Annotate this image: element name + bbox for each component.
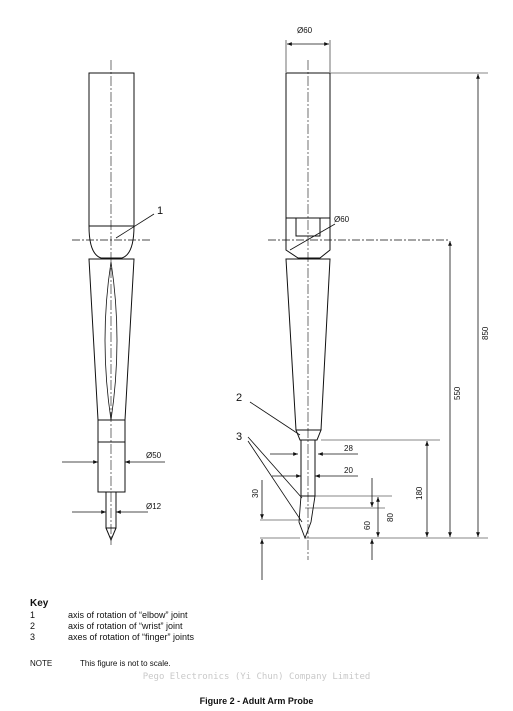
key-item: 3 axes of rotation of “finger” joints — [30, 632, 194, 643]
dim-lower-length: 550 — [453, 386, 462, 400]
leader-elbow — [115, 213, 155, 239]
key-item-text: axes of rotation of “finger” joints — [68, 632, 195, 642]
leader-finger-a — [247, 436, 303, 499]
callout-finger: 3 — [236, 431, 242, 443]
key-item-text: axis of rotation of “wrist” joint — [68, 621, 183, 631]
note-label: NOTE — [30, 659, 53, 668]
left-wrist — [97, 441, 126, 493]
dim-wrist-width: 28 — [344, 444, 353, 453]
watermark: Pego Electronics (Yi Chun) Company Limit… — [142, 672, 371, 682]
dim-wrist-to-tip: 180 — [415, 486, 424, 500]
dim-upper-diameter: Ø60 — [297, 26, 313, 35]
dim-total-length: 850 — [481, 326, 490, 340]
leader-wrist — [249, 401, 301, 436]
left-upper-arm — [88, 72, 135, 227]
dim-finger-length: 80 — [386, 513, 395, 522]
dim-joint-diameter: Ø60 — [334, 215, 350, 224]
callout-wrist: 2 — [236, 392, 242, 404]
right-view — [247, 40, 488, 580]
right-elbow-joint — [285, 217, 331, 259]
leader-joint-60 — [289, 223, 336, 251]
note-text: This figure is not to scale. — [80, 659, 171, 668]
leader-finger-b — [247, 440, 303, 523]
callout-elbow: 1 — [157, 205, 163, 217]
right-finger-tip — [298, 495, 316, 540]
left-view — [62, 60, 165, 545]
dim-finger-diameter: Ø12 — [146, 502, 162, 511]
key-item: 1 axis of rotation of “elbow” joint — [30, 610, 194, 621]
key-legend: Key 1 axis of rotation of “elbow” joint … — [30, 598, 194, 643]
dim-wrist-diameter: Ø50 — [146, 451, 162, 460]
key-title: Key — [30, 598, 49, 609]
right-wrist — [295, 429, 322, 441]
figure-caption: Figure 2 - Adult Arm Probe — [199, 696, 314, 706]
dim-finger-segment: 60 — [363, 521, 372, 530]
key-item-number: 3 — [30, 632, 36, 642]
dim-finger-width: 20 — [344, 466, 353, 475]
arm-probe-drawing: Ø50 Ø12 1 — [62, 26, 490, 580]
dim-finger-offset: 30 — [251, 489, 260, 498]
key-item-number: 1 — [30, 610, 36, 620]
key-item: 2 axis of rotation of “wrist” joint — [30, 621, 194, 632]
note: NOTE This figure is not to scale. — [30, 659, 171, 668]
key-item-text: axis of rotation of “elbow” joint — [68, 610, 188, 620]
key-item-number: 2 — [30, 621, 36, 631]
